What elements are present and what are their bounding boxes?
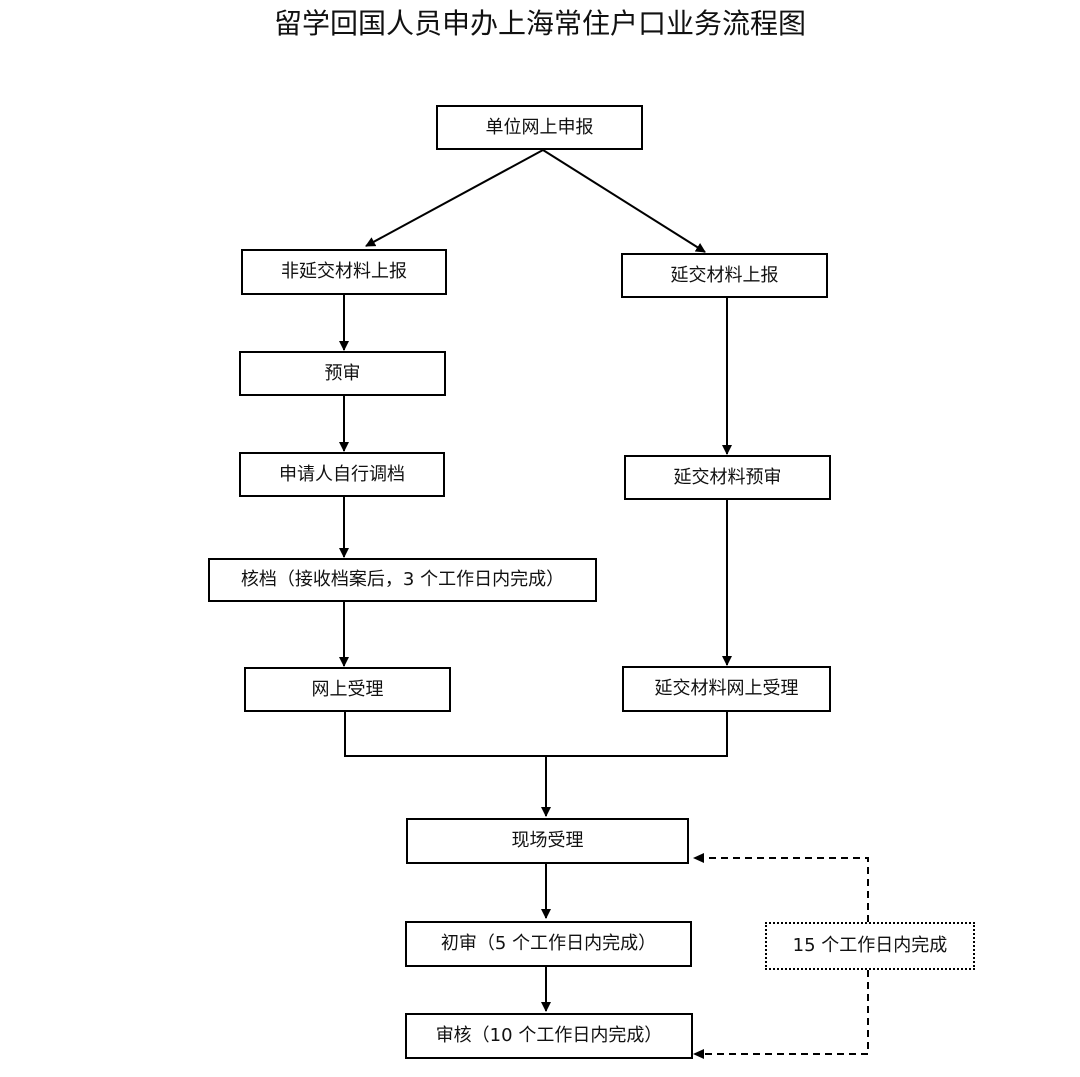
node-unit-online-report: 单位网上申报	[436, 105, 643, 150]
node-final-review: 审核（10 个工作日内完成）	[405, 1013, 693, 1059]
deadline-note: 15 个工作日内完成	[765, 922, 975, 970]
node-online-acceptance: 网上受理	[244, 667, 451, 712]
arrow-unit-to-non-deferred	[365, 149, 544, 247]
node-pre-review: 预审	[239, 351, 446, 396]
merge-connector	[344, 712, 728, 757]
node-file-check: 核档（接收档案后，3 个工作日内完成）	[208, 558, 597, 602]
node-self-transfer-file: 申请人自行调档	[239, 452, 445, 497]
node-initial-review: 初审（5 个工作日内完成）	[405, 921, 692, 967]
dashed-deadline-bracket-top	[695, 857, 869, 922]
node-deferred-online-acceptance: 延交材料网上受理	[622, 666, 831, 712]
node-onsite-acceptance: 现场受理	[406, 818, 689, 864]
node-deferred-pre-review: 延交材料预审	[624, 455, 831, 500]
dashed-arrowhead-bottom	[693, 1049, 704, 1059]
dashed-arrowhead-top	[693, 853, 704, 863]
node-non-deferred-report: 非延交材料上报	[241, 249, 447, 295]
arrow-unit-to-deferred	[542, 149, 706, 253]
page-title: 留学回国人员申办上海常住户口业务流程图	[273, 7, 806, 40]
node-deferred-report: 延交材料上报	[621, 253, 828, 298]
dashed-deadline-bracket-bottom	[695, 970, 869, 1055]
